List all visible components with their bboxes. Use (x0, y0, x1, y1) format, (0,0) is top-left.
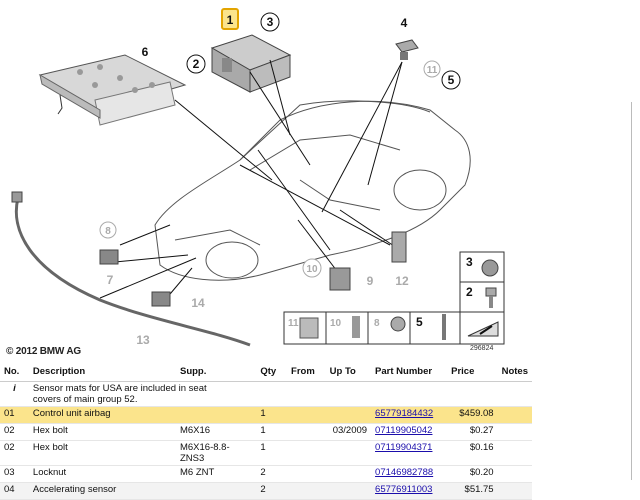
cell-price: $459.08 (447, 406, 498, 424)
cell-supp: M6X16-8.8-ZNS3 (175, 440, 257, 466)
part-number-link[interactable]: 07119905042 (375, 425, 433, 436)
cell-from (287, 482, 326, 500)
callout-10: 10 (306, 264, 318, 275)
callout-6: 6 (142, 45, 149, 59)
svg-text:8: 8 (374, 318, 380, 329)
note-description: Sensor mats for USA are included in seat… (32, 383, 207, 405)
cell-price: $0.16 (447, 440, 498, 466)
header-notes: Notes (497, 362, 532, 382)
copyright-text: © 2012 BMW AG (6, 346, 81, 357)
header-upto: Up To (325, 362, 372, 382)
part-number-link[interactable]: 07146982788 (375, 467, 434, 478)
cell-qty: 1 (256, 423, 288, 441)
cell-supp: M6X16 (175, 423, 257, 441)
callout-8: 8 (105, 226, 111, 237)
table-row[interactable]: 02 Hex bolt M6X16-8.8-ZNS3 1 07119904371… (0, 440, 532, 466)
table-header-row: No. Description Supp. Qty From Up To Par… (0, 362, 532, 382)
svg-text:2: 2 (466, 285, 473, 299)
sensor-mat-illustration (38, 54, 187, 126)
callout-4: 4 (401, 16, 408, 30)
cell-no: 02 (0, 423, 29, 441)
header-no: No. (0, 362, 29, 382)
cell-upto (325, 406, 372, 424)
sensor-4-illustration (395, 39, 419, 60)
callout-2: 2 (193, 57, 200, 71)
cell-description: Control unit airbag (28, 406, 176, 424)
car-outline (154, 100, 471, 281)
cell-upto (325, 482, 372, 500)
parts-illustration: 1 3 2 4 5 11 6 8 7 14 13 10 9 12 3 2 (11, 8, 505, 347)
callout-13: 13 (136, 333, 150, 347)
cell-supp (175, 406, 257, 424)
note-text: Sensor mats for USA are included in seat… (28, 381, 532, 407)
svg-text:3: 3 (466, 255, 473, 269)
parts-diagram: 1 3 2 4 5 11 6 8 7 14 13 10 9 12 3 2 (6, 8, 505, 357)
cell-price: $51.75 (447, 482, 498, 500)
header-from: From (287, 362, 326, 382)
cell-upto: 03/2009 (325, 423, 372, 441)
cell-notes (497, 440, 532, 466)
part-number-link[interactable]: 07119904371 (375, 442, 433, 453)
table-row[interactable]: 04 Accelerating sensor 2 65776911003 $51… (0, 482, 532, 500)
header-part-number: Part Number (371, 362, 448, 382)
svg-text:10: 10 (330, 318, 342, 329)
control-unit-illustration (210, 34, 292, 93)
callout-7: 7 (107, 273, 114, 287)
cell-no: 01 (0, 406, 29, 424)
part-number-link[interactable]: 65776911003 (375, 484, 433, 495)
callout-14: 14 (191, 296, 205, 310)
cell-qty: 2 (256, 482, 288, 500)
cell-notes (497, 406, 532, 424)
table-row[interactable]: 01 Control unit airbag 1 65779184432 $45… (0, 406, 532, 424)
svg-text:5: 5 (416, 315, 423, 329)
cell-notes (497, 482, 532, 500)
table-row[interactable]: 03 Locknut M6 ZNT 2 07146982788 $0.20 (0, 465, 532, 483)
cell-qty: 1 (256, 406, 288, 424)
cell-no: 04 (0, 482, 29, 500)
cell-from (287, 423, 326, 441)
hardware-legend: 3 2 11 10 8 5 (283, 251, 505, 345)
cell-price: $0.27 (447, 423, 498, 441)
callout-1: 1 (227, 13, 234, 27)
callout-11: 11 (427, 65, 438, 76)
cell-description: Hex bolt (28, 423, 176, 441)
diagram-ref-number: 296824 (470, 345, 494, 352)
header-supp: Supp. (175, 362, 257, 382)
cell-description: Accelerating sensor (28, 482, 176, 500)
callout-5: 5 (448, 73, 455, 87)
part-number-link[interactable]: 65779184432 (375, 408, 434, 419)
cell-upto (325, 440, 372, 466)
scrollbar-track[interactable] (631, 102, 632, 480)
cell-notes (497, 423, 532, 441)
cell-from (287, 406, 326, 424)
callout-3: 3 (267, 15, 274, 29)
header-description: Description (28, 362, 176, 382)
svg-text:11: 11 (288, 318, 299, 329)
cell-qty: 1 (256, 440, 288, 466)
header-qty: Qty (256, 362, 288, 382)
header-price: Price (447, 362, 498, 382)
callout-12: 12 (395, 274, 409, 288)
table-note-row: i Sensor mats for USA are included in se… (0, 381, 532, 407)
note-icon: i (0, 381, 29, 407)
parts-table: No. Description Supp. Qty From Up To Par… (0, 362, 532, 500)
cell-no: 02 (0, 440, 29, 466)
cell-description: Hex bolt (28, 440, 176, 466)
cell-supp (175, 482, 257, 500)
callout-9: 9 (367, 274, 374, 288)
table-row[interactable]: 02 Hex bolt M6X16 1 03/2009 07119905042 … (0, 423, 532, 441)
cell-from (287, 440, 326, 466)
